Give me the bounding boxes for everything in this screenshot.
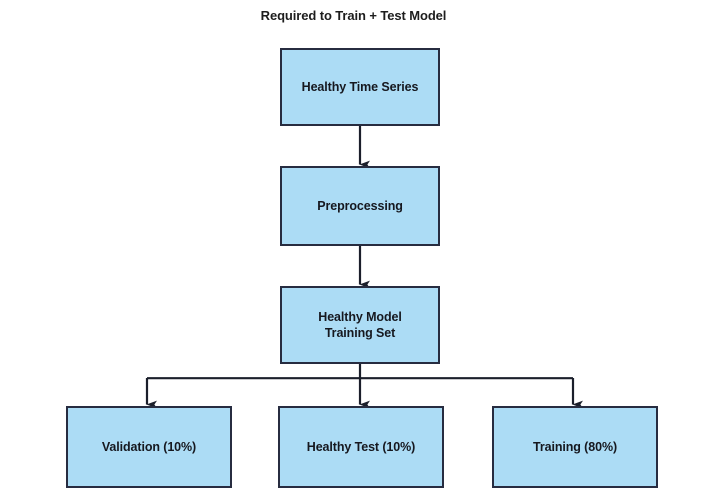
node-label: Training (80%) bbox=[532, 439, 618, 454]
diagram-title: Required to Train + Test Model bbox=[260, 8, 447, 23]
node-validation[interactable]: Validation (10%) bbox=[66, 406, 232, 488]
node-training[interactable]: Training (80%) bbox=[492, 406, 658, 488]
node-healthy-time-series[interactable]: Healthy Time Series bbox=[280, 48, 440, 126]
node-label: Preprocessing bbox=[317, 198, 403, 213]
node-label: Healthy Time Series bbox=[301, 79, 419, 94]
node-label: Healthy Model Training Set bbox=[318, 309, 402, 341]
node-label: Validation (10%) bbox=[101, 439, 197, 454]
node-healthy-model-training-set[interactable]: Healthy Model Training Set bbox=[280, 286, 440, 364]
node-label: Healthy Test (10%) bbox=[306, 439, 416, 454]
node-preprocessing[interactable]: Preprocessing bbox=[280, 166, 440, 246]
node-healthy-test[interactable]: Healthy Test (10%) bbox=[278, 406, 444, 488]
